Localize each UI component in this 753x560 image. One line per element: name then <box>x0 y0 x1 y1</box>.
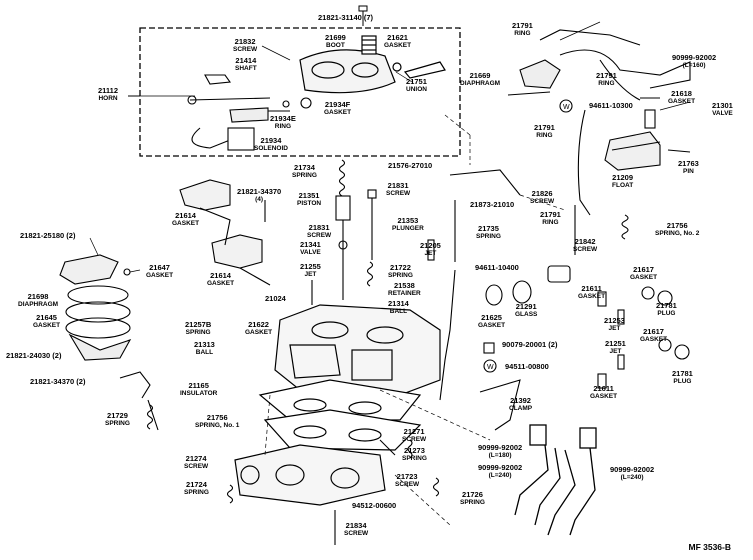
label-21821-25180: 21821-25180 (2) <box>20 231 76 240</box>
label-21821-24030: 21821-24030 (2) <box>6 351 62 360</box>
label-94611-10400: 94611-10400 <box>475 263 519 272</box>
horn-assembly-box <box>139 27 461 157</box>
leader-lines <box>264 114 566 526</box>
vacuum-hoses-drawing <box>514 424 597 536</box>
label-21821-34370-b: 21821-34370 (2) <box>30 377 86 386</box>
linkage-rods-drawing <box>226 169 629 545</box>
svg-text:W: W <box>563 104 570 111</box>
label-90999-240-a: 90999-92002(L=240) <box>478 463 523 480</box>
label-21576-27010: 21576-27010 <box>388 161 433 170</box>
label-94611-10300: 94611-10300 <box>589 101 633 110</box>
diaphragm-stack-drawing <box>59 254 159 431</box>
jets-plugs-drawing: W <box>483 265 690 389</box>
label-90999-240-b: 90999-92002(L=240) <box>610 465 655 482</box>
label-94512-00600: 94512-00600 <box>352 501 397 510</box>
label-21821-31140: 21821-31140 (7) <box>318 13 374 22</box>
label-pointer-lines <box>89 21 691 273</box>
left-bracket-drawing <box>179 179 271 286</box>
piston-plunger-drawing <box>311 159 435 305</box>
top-screw-drawing <box>358 5 368 26</box>
svg-text:W: W <box>487 364 494 371</box>
label-21821-34370-a: 21821-34370(4) <box>237 187 282 204</box>
shaft-solenoid-drawing <box>187 74 312 151</box>
label-94511-00800: 94511-00800 <box>505 362 549 371</box>
diaphragm-group-drawing: W <box>507 29 691 216</box>
label-90079-20001: 90079-20001 (2) <box>502 340 558 349</box>
label-21024: 21024 <box>265 294 286 303</box>
label-90999-180: 90999-92002(L=180) <box>478 443 523 460</box>
label-90999-160: 90999-92002(L=160) <box>672 53 717 70</box>
air-horn-drawing <box>299 35 446 94</box>
figure-code: MF 3536-B <box>688 542 731 552</box>
label-21873-21010: 21873-21010 <box>470 200 515 209</box>
